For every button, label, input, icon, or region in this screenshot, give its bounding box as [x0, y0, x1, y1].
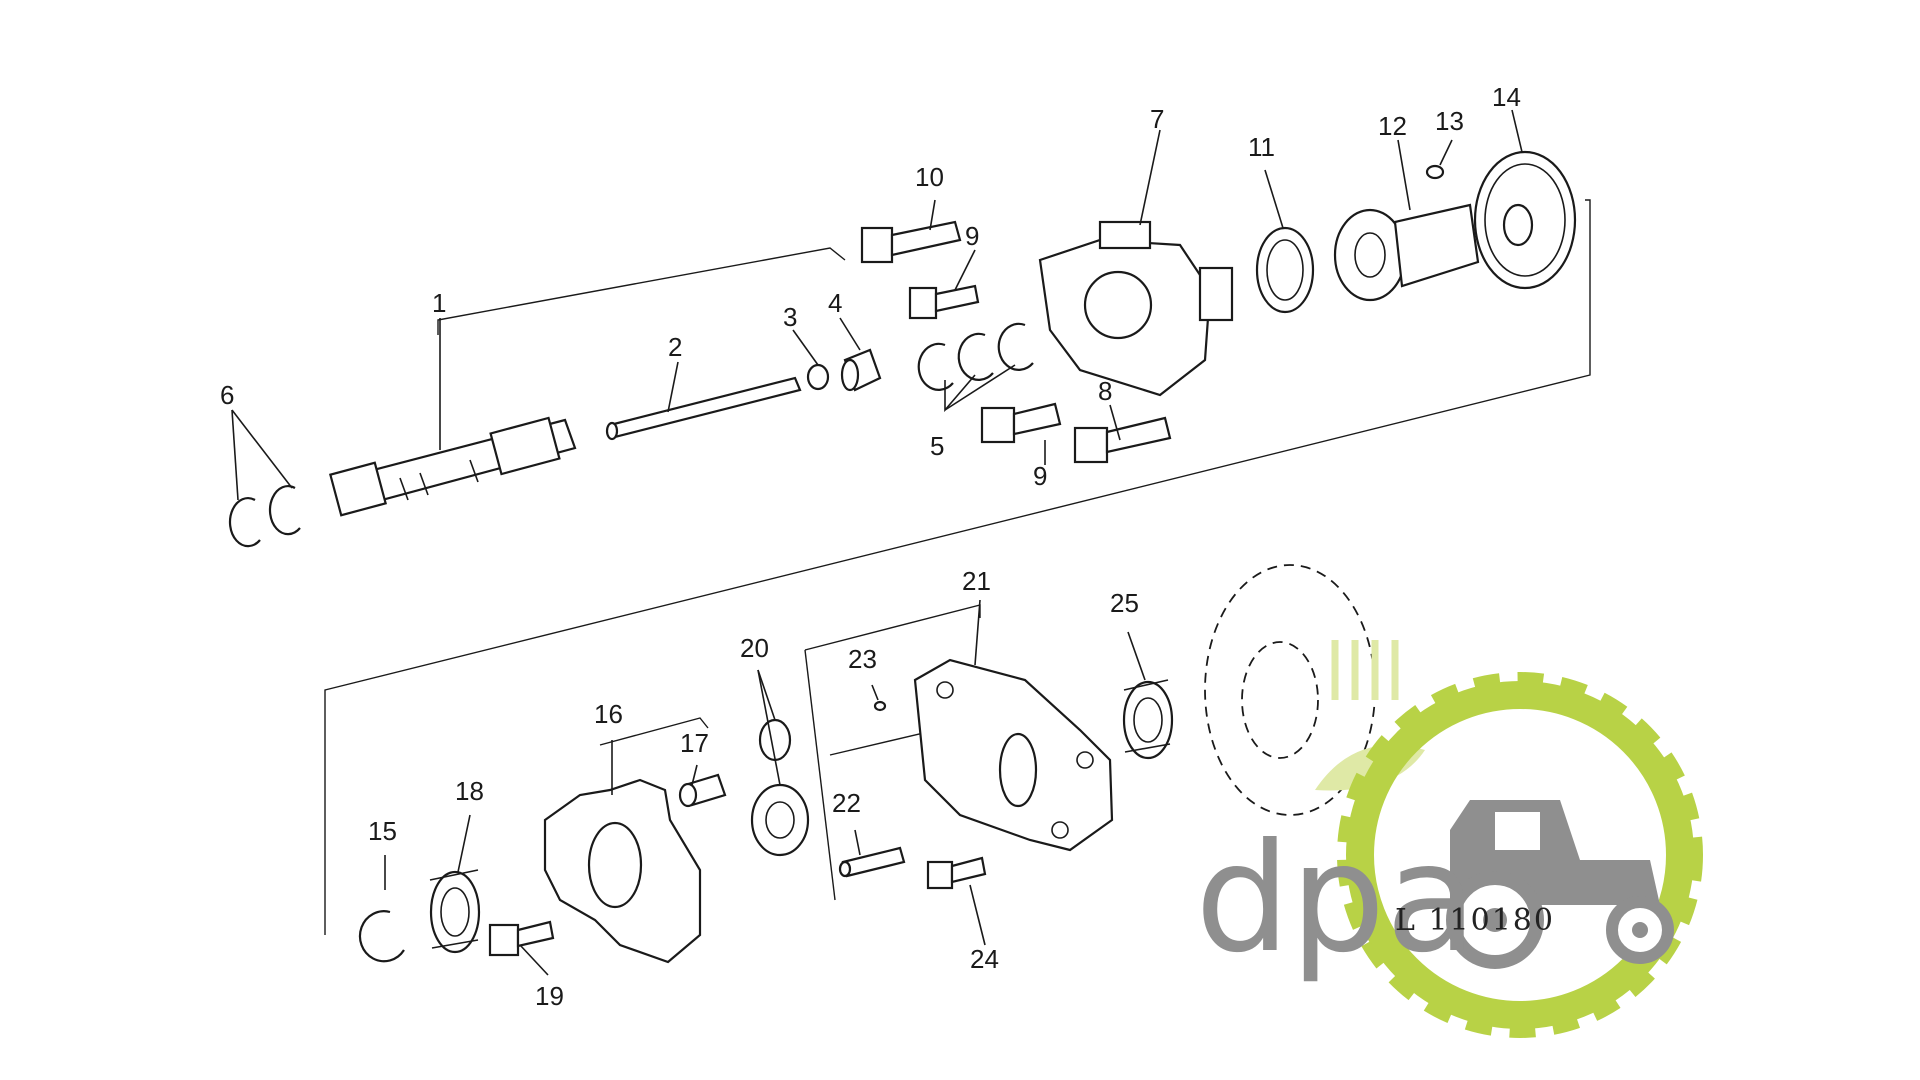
callout-21: 21	[962, 566, 991, 596]
pump-housing-part-7	[1038, 220, 1234, 397]
callout-25: 25	[1110, 588, 1139, 618]
seal-ring-part-11	[1255, 226, 1315, 314]
drawing-code: L 110180	[1395, 903, 1555, 938]
dpa-watermark-logo: dpa	[1195, 640, 1703, 1038]
callout-14: 14	[1492, 82, 1521, 112]
callout-16: 16	[594, 699, 623, 729]
pin-part-17	[678, 773, 727, 808]
snap-ring-6b	[268, 485, 301, 536]
pump-cover-part-21	[913, 658, 1114, 852]
pin-part-22	[838, 846, 906, 878]
callout-24: 24	[970, 944, 999, 974]
callout-9-lower: 9	[1033, 461, 1047, 491]
callout-11: 11	[1248, 132, 1275, 162]
callout-17: 17	[680, 728, 709, 758]
main-shaft-part	[329, 416, 577, 517]
bolt-part-19	[488, 920, 555, 957]
drive-gear-part-14	[1473, 150, 1577, 290]
callout-numbers: 1 2 3 4 5 6 7 8 9 9 10 11 12 13 14 15 16…	[220, 82, 1521, 1011]
pin-part-2	[605, 376, 802, 441]
pump-plate-part-16	[543, 778, 702, 964]
group-bracket-21-side	[804, 649, 836, 901]
snap-ring-part-15	[358, 910, 405, 963]
snap-ring-5b	[957, 332, 994, 381]
key-part-13	[1425, 164, 1445, 180]
snap-ring-6a	[228, 497, 261, 548]
callout-5: 5	[930, 431, 944, 461]
leader-lines	[231, 109, 1523, 976]
callout-20: 20	[740, 633, 769, 663]
gear-shaft-part-12	[1333, 203, 1480, 302]
group-bracket-16	[599, 717, 709, 746]
bolt-part-10	[860, 220, 962, 264]
callout-10: 10	[915, 162, 944, 192]
bearing-part-25	[1122, 679, 1174, 760]
pump-gear-part-20-large	[750, 783, 810, 857]
logo-text: dpa	[1195, 812, 1477, 986]
upper-bracket-frame	[437, 247, 846, 335]
bolt-part-9-lower	[980, 402, 1062, 444]
pump-gear-part-20-small	[758, 718, 792, 762]
callout-4: 4	[828, 288, 842, 318]
snap-ring-5a	[917, 342, 954, 391]
middle-frame-line	[324, 199, 1591, 935]
ball-part-23	[873, 700, 887, 712]
callout-1: 1	[432, 288, 446, 318]
cone-part-4	[840, 348, 882, 392]
bolt-part-24	[926, 856, 987, 890]
group-bracket-21	[804, 604, 981, 651]
callout-2: 2	[668, 332, 682, 362]
callout-8: 8	[1098, 376, 1112, 406]
callout-18: 18	[455, 776, 484, 806]
callout-23: 23	[848, 644, 877, 674]
callout-12: 12	[1378, 111, 1407, 141]
callout-19: 19	[535, 981, 564, 1011]
callout-13: 13	[1435, 106, 1464, 136]
callout-9-upper: 9	[965, 221, 979, 251]
callout-6: 6	[220, 380, 234, 410]
callout-15: 15	[368, 816, 397, 846]
bearing-part-18	[429, 869, 481, 954]
callout-22: 22	[832, 788, 861, 818]
tractor-icon	[1446, 800, 1674, 969]
bolt-part-9-upper	[908, 284, 980, 320]
washer-part-3	[806, 363, 830, 391]
gear-ring-icon	[1337, 672, 1703, 1038]
callout-7: 7	[1150, 104, 1164, 134]
callout-3: 3	[783, 302, 797, 332]
bolt-part-8	[1073, 416, 1172, 464]
snap-ring-5c	[997, 322, 1034, 371]
